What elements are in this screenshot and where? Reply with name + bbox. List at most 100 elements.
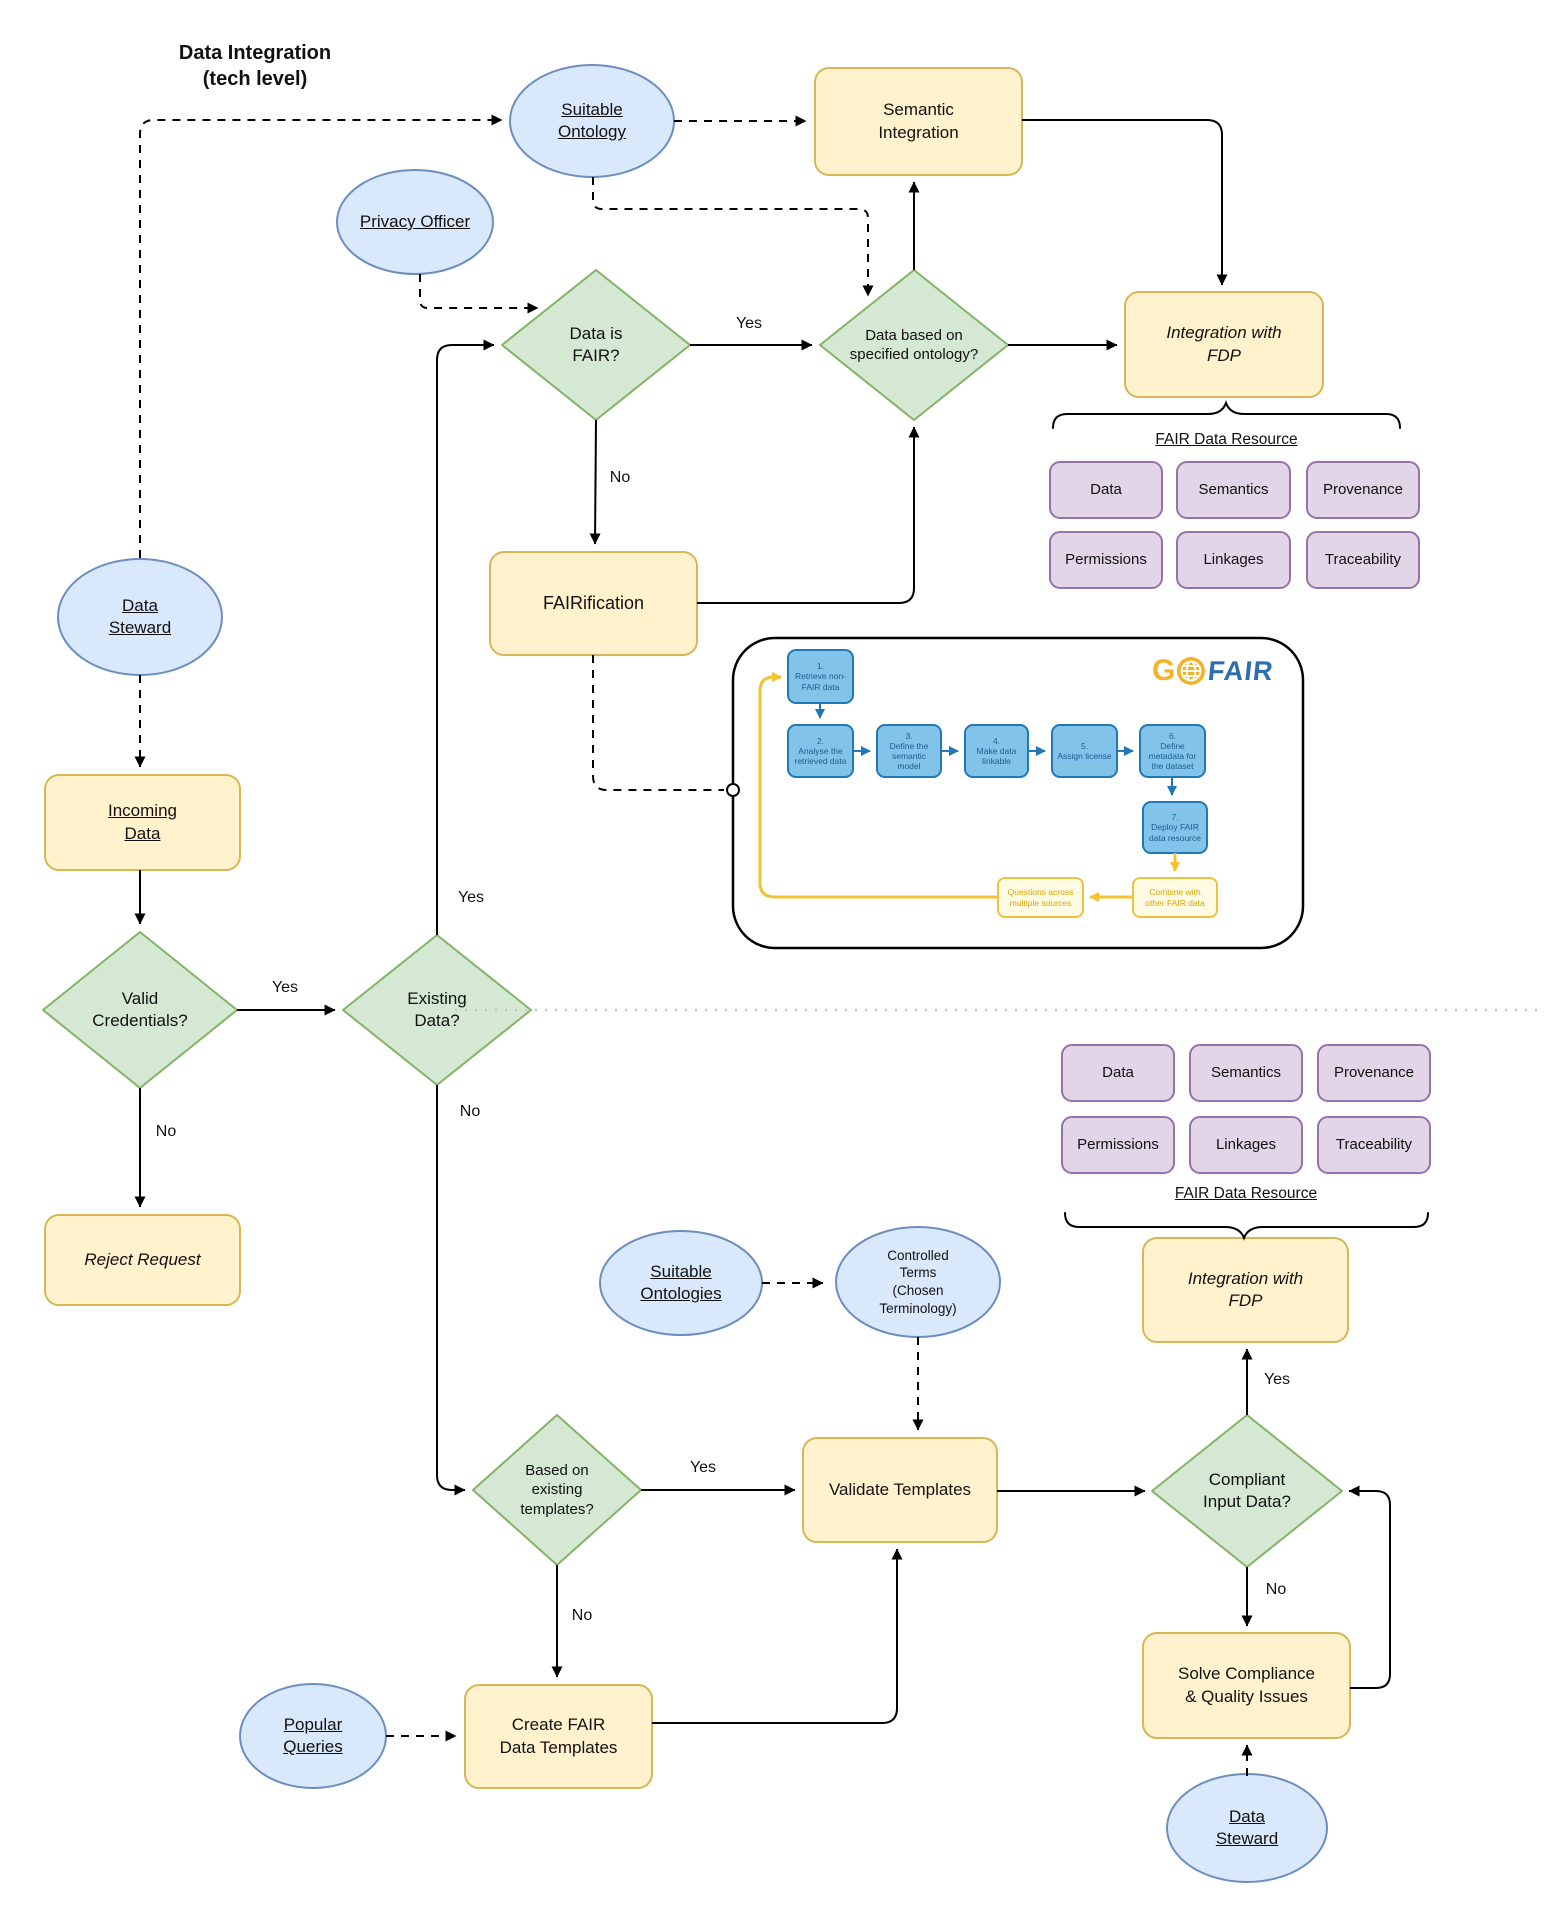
gofair-logo-fair: FAIR (1206, 655, 1276, 686)
label-valid-no: No (155, 1122, 177, 1140)
label-datafair-yes: Yes (735, 314, 763, 332)
incoming-data-shape (44, 774, 241, 871)
gofair-globe-icon (1177, 657, 1206, 685)
edge-existing-no-templates (436, 1085, 466, 1496)
edge-existing-yes-datafair (436, 339, 495, 935)
valid-credentials-label: Valid Credentials? (92, 988, 188, 1030)
integration-fdp-bottom-label: Integration with FDP (1187, 1268, 1304, 1310)
gofair-logo-g: G (1152, 654, 1175, 687)
fair-resource-grid-top (1049, 461, 1420, 589)
label-templates-no: No (571, 1606, 593, 1624)
suitable-ontology-label: Suitable Ontology (557, 99, 627, 141)
ontology-check-label: Data based on specified ontology? (849, 326, 979, 364)
data-is-fair-label: Data is FAIR? (569, 323, 623, 365)
component-permissions-bottom (1061, 1116, 1175, 1174)
gofair-step4-label: 4. Make data linkable (976, 735, 1017, 767)
create-templates-label: Create FAIR Data Templates (499, 1715, 618, 1757)
edge-ontology-to-check-dashed (592, 177, 874, 297)
component-data-bottom-label: Data (1102, 1064, 1134, 1082)
controlled-terms-label: Controlled Terms (Chosen Terminology) (879, 1247, 957, 1316)
gofair-edge-questions-loop (758, 672, 998, 899)
edge-datafair-no-fairification (589, 419, 601, 545)
solve-compliance-shape (1142, 1632, 1351, 1739)
validate-templates-label: Validate Templates (828, 1479, 972, 1499)
compliant-input-label: Compliant Input Data? (1203, 1469, 1291, 1511)
component-traceability-bottom (1317, 1116, 1431, 1174)
component-provenance-bottom (1317, 1044, 1431, 1102)
component-data-bottom (1061, 1044, 1175, 1102)
suitable-ontologies-label: Suitable Ontologies (640, 1261, 722, 1303)
gofair-step1-label: 1. Retrieve non- FAIR data (794, 661, 847, 692)
gofair-questions-label: Questions across multiple sources (1007, 887, 1074, 908)
edge-fairification-to-inset (592, 655, 724, 791)
edge-create-to-validate (652, 1548, 903, 1724)
fairification-label: FAIRification (542, 592, 645, 613)
fair-data-resource-bottom-label: FAIR Data Resource (1174, 1184, 1318, 1202)
brace-bottom (1064, 1212, 1429, 1241)
integration-fdp-top-label: Integration with FDP (1166, 323, 1282, 365)
incoming-data-label: Incoming Data (108, 801, 177, 843)
label-templates-yes: Yes (689, 1458, 717, 1476)
component-traceability-top (1306, 531, 1420, 589)
based-on-templates-label: Based on existing templates? (520, 1461, 594, 1518)
component-data-top-label: Data (1090, 481, 1122, 499)
reject-request-shape (44, 1214, 241, 1306)
popular-queries-label: Popular Queries (283, 1714, 343, 1756)
fair-resource-grid-bottom (1061, 1044, 1431, 1174)
component-provenance-top (1306, 461, 1420, 519)
component-semantics-bottom (1189, 1044, 1303, 1102)
integration-fdp-bottom-shape (1142, 1237, 1349, 1343)
brace-top (1052, 400, 1401, 429)
component-provenance-top-label: Provenance (1322, 481, 1404, 499)
label-compliant-no: No (1265, 1580, 1287, 1598)
gofair-step7-label: 7. Deploy FAIR data resource (1149, 812, 1201, 843)
edge-steward-to-ontology (139, 114, 503, 558)
solve-compliance-label: Solve Compliance & Quality Issues (1177, 1664, 1315, 1706)
edge-privacy-to-datafair (419, 274, 539, 314)
label-existing-no: No (459, 1102, 481, 1120)
component-traceability-bottom-label: Traceability (1335, 1136, 1413, 1154)
data-steward-bottom-label: Data Steward (1215, 1806, 1279, 1848)
component-permissions-top (1049, 531, 1163, 589)
create-templates-shape (464, 1684, 653, 1789)
component-semantics-bottom-label: Semantics (1210, 1064, 1282, 1082)
gofair-step3-label: 3. Define the semantic model (889, 730, 929, 772)
component-linkages-bottom-label: Linkages (1215, 1136, 1277, 1154)
component-data-top (1049, 461, 1163, 519)
integration-fdp-top-shape (1124, 291, 1324, 398)
component-traceability-top-label: Traceability (1324, 551, 1402, 569)
privacy-officer-shape (336, 169, 494, 275)
existing-data-label: Existing Data? (407, 988, 467, 1030)
existing-data-shape (342, 934, 532, 1086)
component-provenance-bottom-label: Provenance (1333, 1064, 1415, 1082)
component-linkages-bottom (1189, 1116, 1303, 1174)
inset-connector-circle (726, 783, 740, 797)
label-compliant-yes: Yes (1263, 1370, 1291, 1388)
fair-data-resource-top-label: FAIR Data Resource (1155, 430, 1298, 448)
gofair-combine-label: Combine with other FAIR data (1145, 887, 1205, 908)
component-linkages-top (1176, 531, 1291, 589)
label-valid-yes: Yes (271, 978, 299, 996)
diagram-title: Data Integration (tech level) (178, 42, 332, 90)
edge-fairification-to-ontology (697, 426, 920, 604)
semantic-integration-label: Semantic Integration (878, 100, 959, 142)
component-linkages-top-label: Linkages (1203, 551, 1264, 569)
compliant-input-shape (1151, 1414, 1343, 1568)
reject-request-label: Reject Request (84, 1249, 201, 1269)
edge-semantic-to-fdp (1022, 119, 1228, 286)
component-semantics-top-label: Semantics (1198, 481, 1269, 499)
edge-solve-loop-compliant (1348, 1485, 1391, 1689)
gofair-logo: G FAIR (1152, 653, 1276, 689)
privacy-officer-label: Privacy Officer (359, 211, 471, 231)
component-semantics-top (1176, 461, 1291, 519)
label-existing-yes: Yes (457, 888, 485, 906)
gofair-step6-label: 6. Define metadata for the dataset (1148, 730, 1197, 772)
gofair-step2-label: 2. Analyse the retrieved data (794, 735, 847, 767)
data-steward-top-label: Data Steward (108, 595, 172, 637)
component-permissions-bottom-label: Permissions (1077, 1136, 1159, 1154)
component-permissions-top-label: Permissions (1065, 551, 1147, 569)
semantic-integration-shape (814, 67, 1023, 176)
label-datafair-no: No (609, 468, 631, 486)
